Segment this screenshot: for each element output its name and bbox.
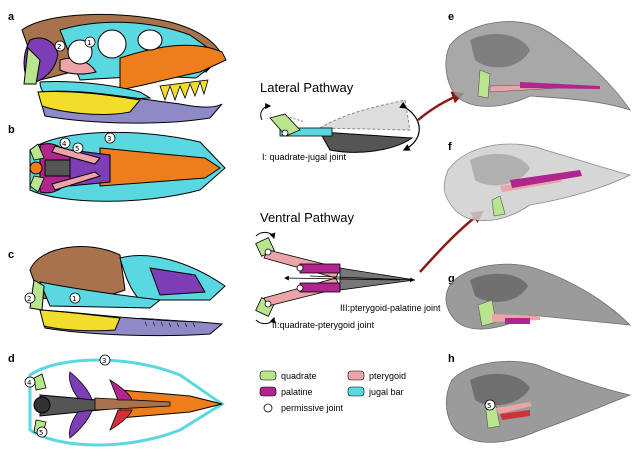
legend-quadrate: quadrate (281, 371, 317, 381)
panel-a-skull: a 2 1 (8, 11, 227, 124)
marker-4-d: 4 (27, 379, 32, 387)
lateral-joint-label: I: quadrate-jugal joint (262, 152, 347, 162)
marker-4-b: 4 (62, 140, 67, 148)
marker-2-c: 2 (27, 295, 31, 303)
panel-c-skull: c 2 1 (8, 246, 226, 337)
panel-label-g: g (448, 273, 455, 285)
panel-label-c: c (8, 249, 14, 261)
marker-2-a: 2 (57, 43, 61, 51)
ventral-pathway-title: Ventral Pathway (260, 210, 354, 225)
marker-3-b: 3 (107, 135, 111, 143)
lateral-pathway: Lateral Pathway I: quadrate-jugal joint (260, 80, 420, 162)
legend-joint: permissive joint (281, 403, 344, 413)
marker-5-h: 5 (487, 402, 491, 410)
panel-b-skull: b 4 5 3 (8, 124, 226, 202)
ventral-joint2-label: II:quadrate-pterygoid joint (272, 320, 375, 330)
ventral-joint3-label: III:pterygoid-palatine joint (340, 303, 441, 313)
marker-3-d: 3 (102, 357, 106, 365)
panel-f-skull: f (443, 141, 632, 222)
panel-label-b: b (8, 124, 15, 136)
panel-h-skull: h 5 (445, 353, 632, 443)
lateral-pathway-title: Lateral Pathway (260, 80, 354, 95)
panel-e-skull: e (445, 11, 631, 111)
arrow-to-e (417, 91, 465, 121)
legend-palatine: palatine (281, 387, 313, 397)
legend-pterygoid: pterygoid (369, 371, 406, 381)
panel-d-skull: d 4 5 3 (8, 353, 225, 447)
legend-jugal: jugal bar (368, 387, 404, 397)
legend: quadrate pterygoid palatine jugal bar pe… (259, 370, 406, 413)
arrow-to-f (419, 210, 485, 273)
panel-label-h: h (448, 353, 455, 365)
ventral-pathway: Ventral Pathway III:pterygoid-palatine j… (255, 210, 441, 330)
panel-label-e: e (448, 11, 454, 23)
marker-1-a: 1 (87, 39, 91, 47)
panel-label-f: f (448, 141, 452, 153)
panel-label-a: a (8, 11, 15, 23)
panel-g-skull: g (445, 263, 632, 330)
marker-5-d: 5 (39, 429, 43, 437)
panel-label-d: d (8, 353, 15, 365)
marker-5-b: 5 (75, 145, 79, 153)
marker-1-c: 1 (72, 295, 76, 303)
